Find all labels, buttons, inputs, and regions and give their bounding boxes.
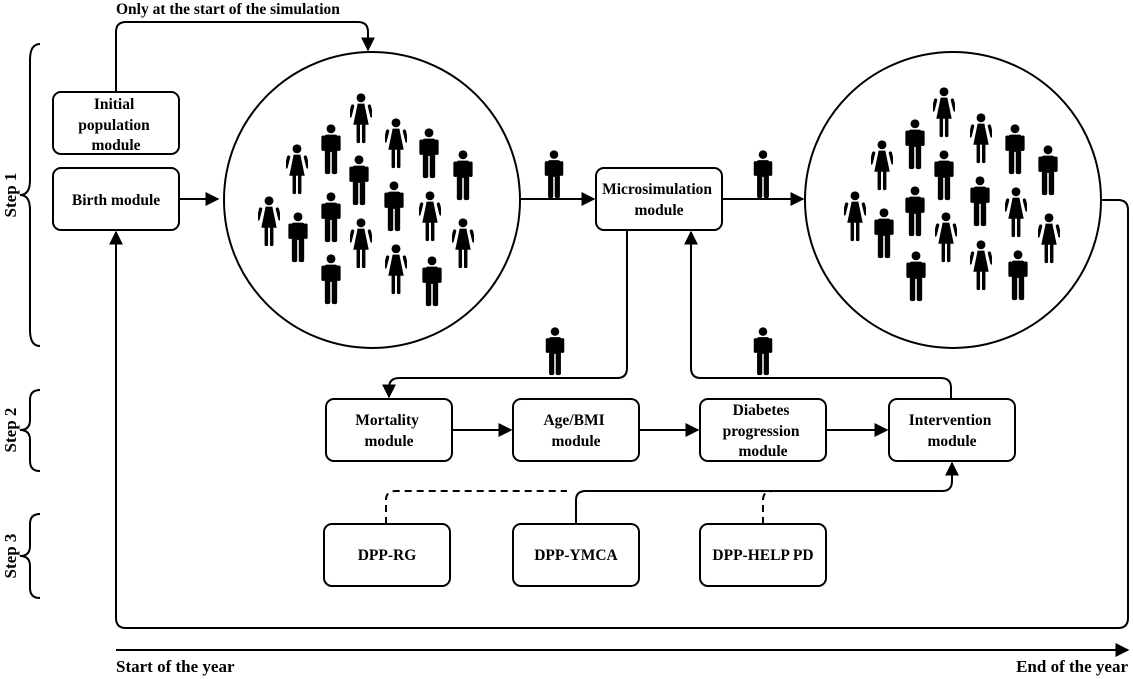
- dpp-rg-dashed-connector: [385, 490, 567, 524]
- step1-bracket: [19, 43, 41, 347]
- mortality-module-label: Mortality module: [355, 412, 423, 450]
- age-bmi-module: [512, 398, 640, 462]
- microsimulation-module-label: Microsimulation module: [602, 181, 716, 219]
- step2-bracket: [19, 389, 41, 472]
- initial-population-module: [52, 91, 180, 155]
- end-of-year-loop-arrow: [109, 199, 1129, 629]
- microsimulation-to-mortality-arrow: [382, 230, 628, 399]
- dpp-help-pd-dashed-connector: [762, 490, 800, 524]
- step3-bracket: [19, 513, 41, 599]
- step3-label: Step 3: [1, 534, 20, 579]
- start-only-connector: [115, 21, 375, 92]
- mortality-module: [325, 398, 453, 462]
- dpp-help-pd-label: DPP-HELP PD: [712, 547, 813, 564]
- end-of-year-label: End of the year: [1016, 657, 1128, 676]
- initial-population-module-label: Initial population module: [78, 96, 153, 154]
- step2-label: Step 2: [1, 408, 20, 453]
- intervention-to-microsimulation-arrow: [684, 230, 952, 399]
- diabetes-progression-module-label: Diabetes progression module: [723, 402, 804, 460]
- dpp-ymca-connector: [575, 461, 959, 524]
- person-male-icon: [544, 150, 564, 199]
- birth-module-label: Birth module: [72, 192, 160, 209]
- end-population-circle: [804, 51, 1102, 349]
- person-male-icon: [545, 327, 565, 376]
- dpp-ymca-label: DPP-YMCA: [534, 547, 618, 564]
- age-bmi-module-label: Age/BMI module: [543, 412, 608, 450]
- microsimulation-module: [595, 167, 723, 231]
- intervention-module-label: Intervention module: [909, 412, 996, 450]
- person-male-icon: [753, 150, 773, 199]
- start-of-year-label: Start of the year: [116, 657, 235, 676]
- dpp-rg-label: DPP-RG: [358, 547, 417, 564]
- intervention-module: [888, 398, 1016, 462]
- step1-label: Step 1: [1, 173, 20, 218]
- person-male-icon: [753, 327, 773, 376]
- top-note: Only at the start of the simulation: [116, 1, 340, 18]
